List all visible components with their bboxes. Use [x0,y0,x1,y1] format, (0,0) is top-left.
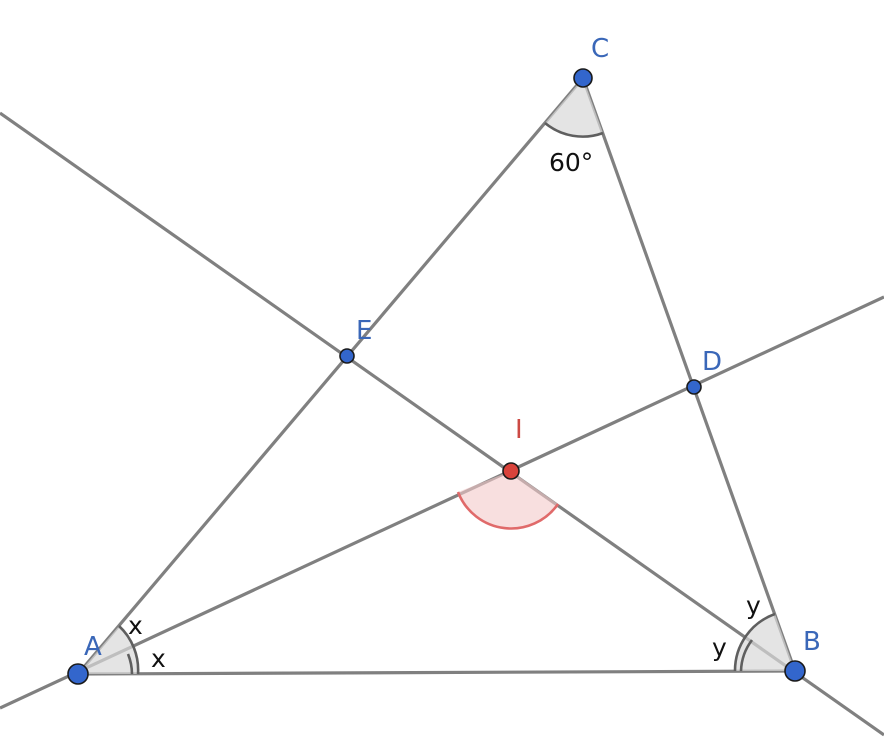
line-bisector-B [0,111,884,737]
side-BC [581,77,797,672]
angle-I-arc [456,491,560,530]
angle-C-label: 60° [549,148,593,177]
point-C[interactable] [573,68,593,88]
angle-A-upper-label: x [128,611,143,640]
label-B: B [803,627,821,657]
label-E: E [356,316,372,346]
angle-C-sector [545,78,603,137]
angle-B-inner-arc [739,639,754,672]
side-AC [76,76,585,676]
angle-I-sector [458,471,558,529]
angle-A-lower-label: x [151,644,166,673]
label-D: D [702,347,722,377]
angle-A-sector [78,626,139,674]
point-B[interactable] [784,660,806,682]
line-bisector-A [0,295,884,710]
point-I[interactable] [502,462,520,480]
angle-C-arc [544,121,604,138]
angle-B-lower-label: y [712,633,727,662]
point-E[interactable] [339,348,355,364]
angle-A-arc [118,625,140,675]
point-A[interactable] [67,663,89,685]
angle-B-arc [733,612,776,672]
point-D[interactable] [686,379,702,395]
label-C: C [591,34,609,64]
angle-B-upper-label: y [746,591,761,620]
label-A: A [84,632,102,662]
angle-B-sector [734,614,795,671]
label-I: I [515,415,523,445]
side-AB [77,669,796,676]
angle-A-inner-arc [126,653,134,675]
